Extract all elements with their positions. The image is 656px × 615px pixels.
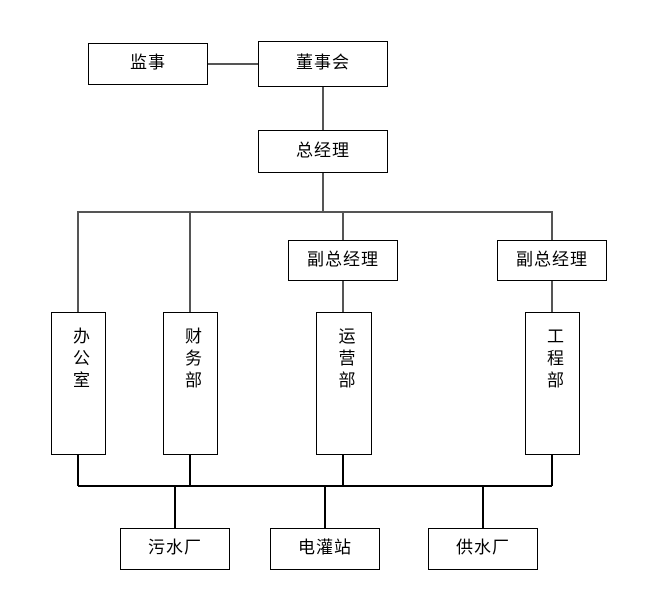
node-sewage-plant[interactable]: 污水厂: [120, 528, 230, 570]
node-office[interactable]: 办公室: [51, 312, 106, 455]
node-label-supervisor: 监事: [130, 53, 166, 74]
node-label-water-supply-plant: 供水厂: [456, 538, 510, 559]
node-label-finance-department: 财务部: [181, 327, 201, 393]
node-label-deputy-general-manager-2: 副总经理: [516, 249, 588, 270]
node-supervisor[interactable]: 监事: [88, 43, 208, 85]
node-deputy-general-manager-1[interactable]: 副总经理: [288, 240, 398, 281]
node-label-general-manager: 总经理: [296, 140, 350, 161]
node-label-board-of-directors: 董事会: [296, 53, 350, 74]
node-label-operations-department: 运营部: [334, 327, 355, 393]
node-deputy-general-manager-2[interactable]: 副总经理: [497, 240, 607, 281]
node-water-supply-plant[interactable]: 供水厂: [428, 528, 538, 570]
node-label-office: 办公室: [69, 327, 89, 393]
node-label-engineering-department: 工程部: [543, 327, 563, 393]
node-label-sewage-plant: 污水厂: [148, 538, 202, 559]
node-general-manager[interactable]: 总经理: [258, 130, 388, 173]
node-board-of-directors[interactable]: 董事会: [258, 41, 388, 87]
node-irrigation-station[interactable]: 电灌站: [270, 528, 380, 570]
node-label-deputy-general-manager-1: 副总经理: [307, 249, 379, 270]
node-finance-department[interactable]: 财务部: [163, 312, 218, 455]
node-operations-department[interactable]: 运营部: [316, 312, 372, 455]
node-engineering-department[interactable]: 工程部: [525, 312, 580, 455]
node-label-irrigation-station: 电灌站: [298, 538, 352, 559]
